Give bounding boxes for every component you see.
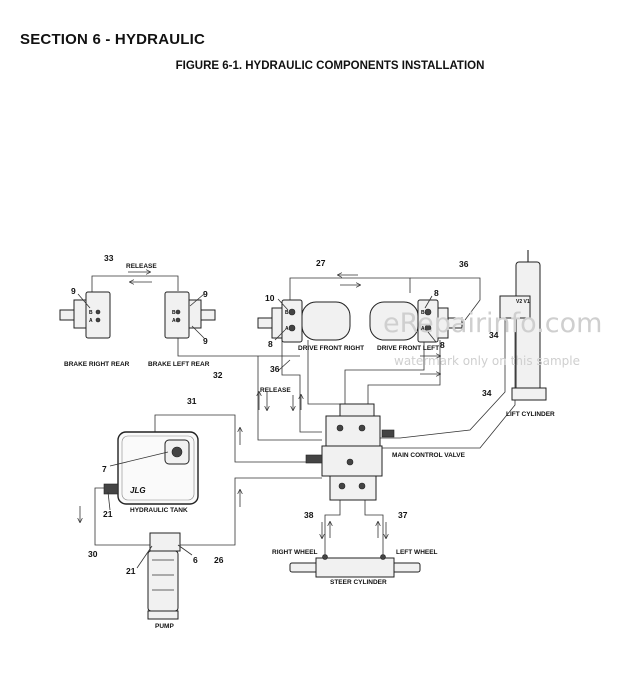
- port-a-brake-left: A: [172, 318, 176, 324]
- callout-9-right-brake: 9: [71, 286, 76, 296]
- callout-8-drive-right: 8: [268, 339, 273, 349]
- label-release-mid: RELEASE: [260, 387, 291, 394]
- label-hydraulic-tank: HYDRAULIC TANK: [130, 507, 188, 514]
- pump: [147, 532, 181, 620]
- callout-33: 33: [104, 253, 114, 263]
- label-steer-cylinder: STEER CYLINDER: [330, 579, 387, 586]
- figure-title: FIGURE 6-1. HYDRAULIC COMPONENTS INSTALL…: [175, 60, 485, 72]
- label-drive-front-right: DRIVE FRONT RIGHT: [298, 345, 364, 352]
- callout-6: 6: [193, 555, 198, 565]
- callout-31: 31: [187, 396, 197, 406]
- label-brake-right-rear: BRAKE RIGHT REAR: [64, 361, 130, 368]
- callout-36-mid: 36: [270, 364, 280, 374]
- section-title: SECTION 6 - HYDRAULIC: [20, 31, 206, 48]
- port-b-brake-left: B: [172, 310, 176, 316]
- callout-37: 37: [398, 510, 408, 520]
- callout-26: 26: [214, 555, 224, 565]
- brake-right-rear: [59, 291, 111, 339]
- label-lift-cylinder: LIFT CYLINDER: [506, 411, 555, 418]
- port-b-drive-right: B: [285, 310, 289, 316]
- label-drive-front-left: DRIVE FRONT LEFT: [377, 345, 439, 352]
- callout-21-pump: 21: [126, 566, 136, 576]
- label-left-wheel: LEFT WHEEL: [396, 549, 438, 556]
- callout-9-left-brake-top: 9: [203, 289, 208, 299]
- steer-cylinder: [289, 554, 421, 578]
- callout-leaders: [77, 293, 437, 569]
- hydraulic-tank: [103, 431, 199, 505]
- callout-9-left-brake-bottom: 9: [203, 336, 208, 346]
- callout-30: 30: [88, 549, 98, 559]
- port-a-brake-right: A: [89, 318, 93, 324]
- port-b-brake-right: B: [89, 310, 93, 316]
- callout-10: 10: [265, 293, 275, 303]
- callout-38: 38: [304, 510, 314, 520]
- label-release-top: RELEASE: [126, 263, 157, 270]
- port-a-drive-right: A: [285, 326, 289, 332]
- label-main-control-valve: MAIN CONTROL VALVE: [392, 452, 466, 459]
- callout-21-tank: 21: [103, 509, 113, 519]
- label-pump: PUMP: [155, 623, 174, 630]
- watermark-sub: watermark only on this sample: [394, 354, 580, 368]
- drive-front-left-motor: [369, 299, 463, 343]
- lift-cylinder: [499, 250, 547, 401]
- port-b-drive-left: B: [421, 310, 425, 316]
- callout-7: 7: [102, 464, 107, 474]
- flow-arrows: [80, 272, 440, 538]
- callout-8-drive-left-bottom: 8: [440, 340, 445, 350]
- callout-34-lower: 34: [482, 388, 492, 398]
- callout-36-top: 36: [459, 259, 469, 269]
- callout-8-drive-left-top: 8: [434, 288, 439, 298]
- port-a-drive-left: A: [421, 326, 425, 332]
- drive-front-right-motor: [257, 299, 351, 343]
- watermark-main: eRepairinfo.com: [383, 308, 602, 339]
- callout-27: 27: [316, 258, 326, 268]
- main-control-valve: [305, 403, 395, 501]
- callout-34-upper: 34: [489, 330, 499, 340]
- hose-lines: [91, 275, 516, 555]
- label-right-wheel: RIGHT WHEEL: [272, 549, 318, 556]
- callout-32: 32: [213, 370, 223, 380]
- tank-logo: JLG: [130, 486, 146, 495]
- label-brake-left-rear: BRAKE LEFT REAR: [148, 361, 210, 368]
- label-lift-ports: V2 V1: [516, 299, 530, 305]
- brake-left-rear: [164, 291, 216, 339]
